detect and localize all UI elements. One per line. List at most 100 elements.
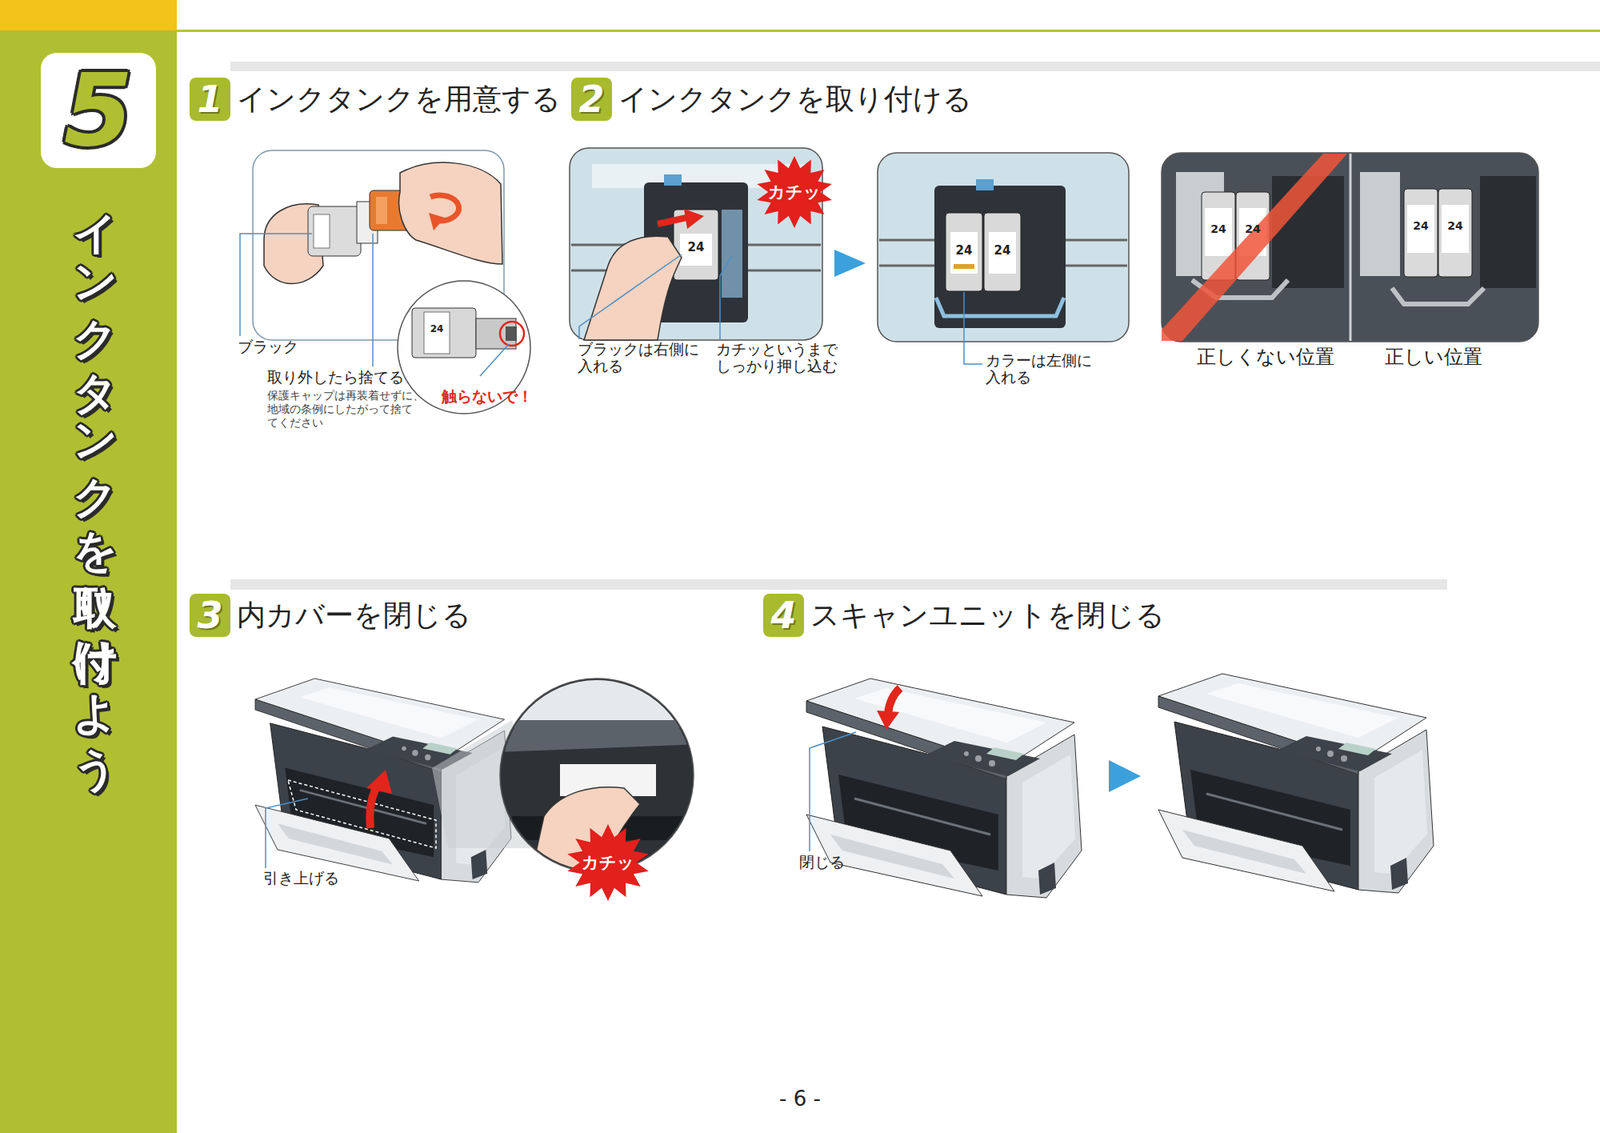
heading-bar bbox=[230, 61, 1600, 72]
page-title: インクタンクを取り付けよう bbox=[65, 182, 125, 768]
section-number-box: 5 bbox=[40, 52, 156, 168]
step-number: 2 bbox=[571, 77, 612, 121]
scan-unit-illustration bbox=[806, 678, 1082, 898]
ink-tank-illustration bbox=[240, 150, 531, 414]
scan-unit-illustration bbox=[1108, 760, 1141, 792]
starburst-shape bbox=[756, 156, 832, 228]
install-black-illustration bbox=[684, 208, 704, 229]
ink-tank-illustration bbox=[399, 162, 503, 264]
position-comparison-illustration bbox=[1360, 172, 1400, 276]
install-color-illustration bbox=[976, 179, 994, 191]
install-color-illustration bbox=[877, 152, 1129, 342]
starburst-shape bbox=[567, 824, 648, 901]
inner-cover-illustration bbox=[496, 672, 704, 888]
scan-unit-illustration bbox=[1158, 673, 1434, 893]
step-title: インクタンクを取り付ける bbox=[618, 77, 972, 121]
install-color-illustration bbox=[945, 212, 983, 292]
ink-tank-illustration bbox=[424, 312, 450, 354]
install-black-illustration bbox=[569, 148, 866, 340]
annotation-label: 正しい位置 bbox=[1384, 345, 1483, 369]
position-comparison-illustration bbox=[1392, 288, 1484, 304]
click-text: カチッ bbox=[581, 851, 635, 874]
position-comparison-illustration bbox=[1407, 204, 1435, 253]
sidebar bbox=[0, 0, 177, 1133]
scan-unit-illustration bbox=[809, 732, 856, 852]
position-comparison-illustration bbox=[1161, 152, 1539, 342]
click-starburst: カチッ bbox=[756, 156, 833, 228]
install-color-illustration bbox=[950, 232, 978, 274]
cartridge-number: 24 bbox=[1244, 222, 1260, 236]
annotation-label: 取り外したら捨てる bbox=[267, 368, 404, 387]
annotation-label: 触らないで！ bbox=[441, 387, 533, 406]
install-color-illustration bbox=[964, 292, 983, 364]
ink-tank-illustration bbox=[313, 214, 330, 248]
cartridge-number: 24 bbox=[994, 243, 1012, 258]
install-color-illustration bbox=[984, 212, 1021, 292]
position-comparison-illustration bbox=[1161, 153, 1348, 341]
step-title: インクタンクを用意する bbox=[236, 77, 561, 121]
install-color-illustration bbox=[936, 297, 1064, 316]
step-heading: 1インクタンクを用意する bbox=[189, 77, 566, 121]
annotation-label: 引き上げる bbox=[263, 868, 340, 888]
scan-unit-illustration bbox=[888, 688, 900, 714]
ink-tank-illustration bbox=[505, 326, 517, 341]
ink-tank-illustration bbox=[500, 321, 524, 346]
step-number: 4 bbox=[763, 593, 804, 637]
cartridge-number: 24 bbox=[430, 323, 444, 335]
install-black-illustration bbox=[680, 233, 712, 266]
install-black-illustration bbox=[579, 254, 732, 340]
position-comparison-illustration bbox=[1161, 152, 1539, 342]
ink-tank-illustration bbox=[428, 212, 445, 231]
ink-tank-illustration bbox=[412, 308, 517, 358]
click-starburst: カチッ bbox=[566, 824, 650, 901]
cartridge-number: 24 bbox=[1447, 219, 1463, 233]
step-title: 内カバーを閉じる bbox=[236, 593, 472, 637]
inner-cover-illustration bbox=[265, 798, 308, 868]
step-number: 1 bbox=[189, 77, 231, 121]
annotation-label: - 6 - bbox=[779, 1086, 821, 1112]
install-black-illustration bbox=[664, 174, 682, 186]
step-number: 3 bbox=[189, 593, 231, 637]
step-heading: 2インクタンクを取り付ける bbox=[571, 77, 972, 121]
cartridge-number: 24 bbox=[688, 240, 705, 255]
install-color-illustration bbox=[877, 152, 1129, 364]
annotation-label: カチッというまで しっかり押し込む bbox=[716, 340, 851, 375]
install-black-illustration bbox=[720, 256, 732, 340]
position-comparison-illustration bbox=[1404, 188, 1438, 277]
ink-tank-illustration bbox=[412, 308, 476, 358]
scan-unit-illustration bbox=[876, 710, 900, 730]
cartridge-number: 24 bbox=[1210, 222, 1226, 236]
step-title: スキャンユニットを閉じる bbox=[810, 593, 1165, 637]
install-black-illustration bbox=[834, 249, 866, 277]
sidebar bbox=[0, 0, 177, 1133]
section-number: 5 bbox=[64, 60, 133, 160]
position-comparison-illustration bbox=[1204, 208, 1232, 256]
position-comparison-illustration bbox=[1480, 176, 1536, 288]
install-black-illustration bbox=[579, 254, 682, 340]
scan-unit-illustration bbox=[806, 673, 1434, 898]
ink-tank-illustration bbox=[372, 233, 374, 367]
annotation-label: 正しくない位置 bbox=[1196, 345, 1335, 369]
annotation-label: 閉じる bbox=[799, 852, 845, 872]
position-comparison-illustration bbox=[1438, 188, 1472, 277]
install-color-illustration bbox=[934, 185, 1066, 328]
sidebar bbox=[0, 0, 177, 31]
top-rule bbox=[176, 29, 1600, 32]
install-color-illustration bbox=[988, 232, 1016, 274]
inner-cover-illustration bbox=[369, 785, 378, 828]
inner-cover-illustration bbox=[366, 769, 392, 794]
position-comparison-illustration bbox=[1441, 204, 1469, 253]
annotation-label: ブラック bbox=[237, 337, 299, 356]
ink-tank-illustration bbox=[480, 344, 509, 376]
position-comparison-illustration bbox=[1349, 153, 1352, 341]
ink-tank-illustration bbox=[376, 196, 388, 224]
step-heading: 3内カバーを閉じる bbox=[189, 593, 494, 637]
ink-tank-illustration bbox=[476, 318, 516, 349]
annotation-label: ブラックは右側に 入れる bbox=[577, 340, 714, 375]
inner-cover-illustration bbox=[496, 720, 704, 752]
install-black-illustration bbox=[657, 217, 687, 224]
ink-tank-illustration bbox=[240, 233, 312, 336]
cartridge-number: 24 bbox=[956, 243, 973, 258]
click-text: カチッ bbox=[768, 180, 821, 204]
install-black-illustration bbox=[721, 209, 743, 298]
